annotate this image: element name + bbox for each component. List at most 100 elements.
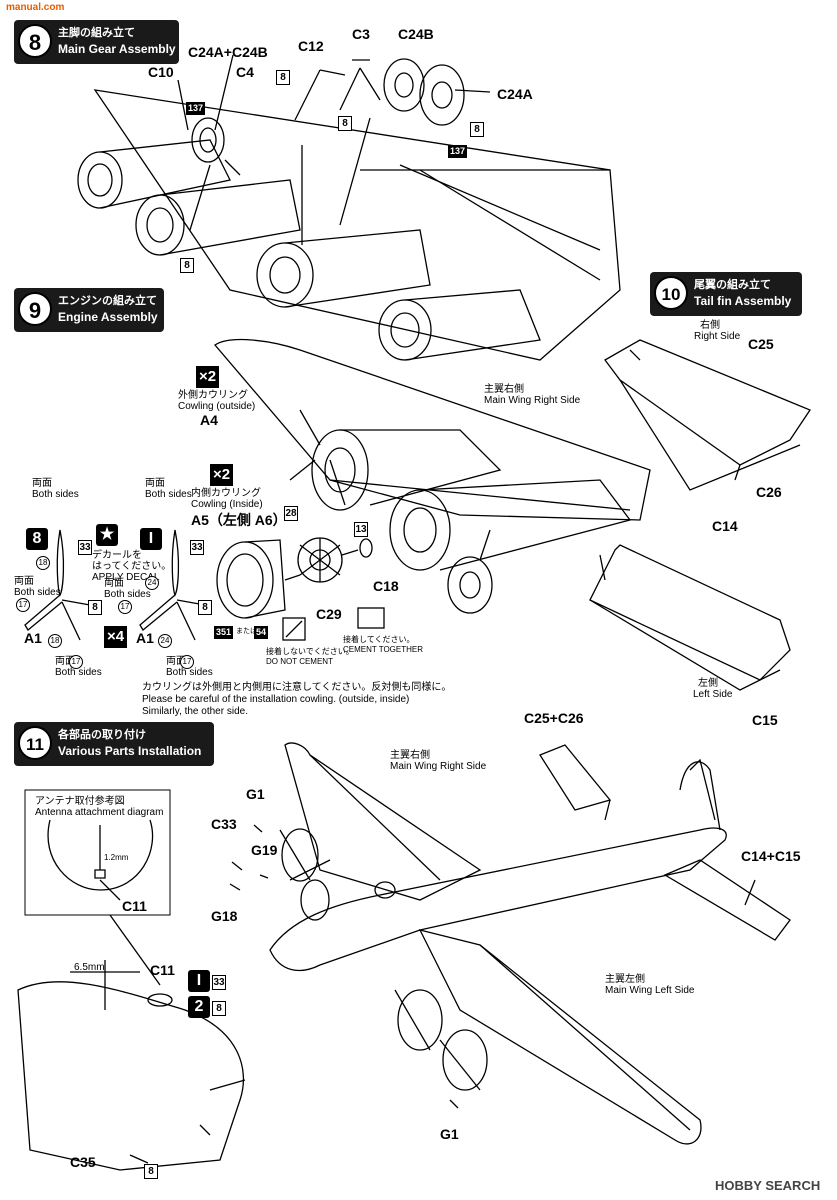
propeller-left: [24, 529, 91, 641]
paint-code-137-a: 137: [186, 102, 206, 115]
paint-code-24-a: 24: [145, 576, 159, 590]
antenna-diagram-jp: アンテナ取付参考図: [35, 796, 125, 807]
apply-decal-jp-1: デカールを: [92, 550, 142, 561]
paint-code-137-b: 137: [448, 145, 468, 158]
airplane-fuselage: [269, 758, 727, 972]
part-label-c26: C26: [756, 484, 782, 500]
paint-code-54: 54: [254, 626, 269, 639]
paint-code-24-b: 24: [158, 634, 172, 648]
antenna-diagram-en: Antenna attachment diagram: [35, 807, 164, 818]
antenna-dim-1-2mm: 1.2mm: [104, 853, 129, 862]
engine-c29: [297, 537, 343, 583]
both-sides-jp-6: 両面: [166, 656, 186, 667]
step11-drawing: [17, 742, 791, 1171]
engine-nacelle-4: [378, 289, 541, 361]
cement-jp: 接着してください。: [343, 635, 415, 644]
wing-left-en-11: Main Wing Left Side: [605, 985, 695, 996]
tail-left-jp: 左側: [698, 678, 718, 689]
paint-code-18-a: 18: [36, 556, 50, 570]
paint-code-17-c: 17: [69, 655, 83, 669]
paint-code-28: 28: [284, 506, 298, 521]
paint-code-33-a: 33: [78, 540, 92, 555]
airplane-wing-right: [284, 742, 482, 901]
part-label-c12: C12: [298, 38, 324, 54]
both-sides-jp-2: 両面: [145, 478, 165, 489]
airplane-tail-fins: [539, 744, 791, 941]
step10-number: 10: [654, 276, 688, 310]
paint-code-8-g: 8: [212, 1001, 226, 1016]
quantity-x4: ×4: [104, 626, 128, 648]
paint-code-8-f: 8: [198, 600, 212, 615]
part-label-c15: C15: [752, 712, 778, 728]
or-text: または: [236, 628, 257, 635]
apply-decal-jp-2: はってください。: [92, 561, 172, 572]
part-label-c11-b: C11: [150, 962, 175, 978]
step8-number: 8: [18, 24, 52, 58]
color-1-icon: I: [140, 528, 162, 550]
part-label-c11-a: C11: [122, 898, 147, 914]
both-sides-jp-1: 両面: [32, 478, 52, 489]
step9-drawing: [24, 338, 651, 641]
part-label-c24b: C24B: [398, 26, 434, 42]
wing-left-jp-11: 主翼左側: [605, 974, 645, 985]
paint-code-17-a: 17: [16, 598, 30, 612]
wing-right-jp-11: 主翼右側: [390, 750, 430, 761]
paint-code-8-a: 8: [276, 70, 290, 85]
cowling-note-jp: カウリングは外側用と内側用に注意してください。反対側も同様に。: [142, 682, 452, 693]
color-2-icon: 8: [26, 528, 48, 550]
step11-title-en: Various Parts Installation: [58, 744, 202, 758]
wheel-c24a: [419, 64, 465, 126]
step10-drawing: [589, 339, 811, 691]
part-label-c24a: C24A: [497, 86, 533, 102]
part-label-c4: C4: [236, 64, 254, 80]
part-label-c35: C35: [70, 1154, 96, 1170]
wing-right-jp-9: 主翼右側: [484, 384, 524, 395]
part-label-c18: C18: [373, 578, 399, 594]
no-cement-jp: 接着しないでください。: [266, 647, 354, 656]
part-label-c25c26: C25+C26: [524, 710, 584, 726]
step11-header: 11 各部品の取り付け Various Parts Installation: [14, 722, 214, 766]
part-label-a1-a: A1: [24, 630, 42, 646]
paint-code-33-b: 33: [190, 540, 204, 555]
color-1-icon-b: I: [188, 970, 210, 992]
cement-en: CEMENT TOGETHER: [343, 645, 424, 654]
step8-wing-drawing: [77, 54, 621, 361]
quantity-x2-b: ×2: [210, 464, 234, 486]
part-label-a4: A4: [200, 412, 218, 428]
both-sides-en-5: Both sides: [55, 667, 102, 678]
cowling-inside-en: Cowling (Inside): [191, 499, 263, 510]
engine-nacelle-2: [135, 179, 301, 256]
paint-code-13: 13: [354, 522, 368, 537]
wheel-left: [191, 117, 225, 163]
step11-title-jp: 各部品の取り付け: [58, 729, 146, 741]
step8-title-jp: 主脚の組み立て: [58, 27, 135, 39]
quantity-x2-a: ×2: [196, 366, 220, 388]
wheel-c24b: [383, 58, 425, 112]
watermark-top: manual.com: [6, 2, 65, 13]
both-sides-en-2: Both sides: [145, 489, 192, 500]
step11-number: 11: [18, 726, 52, 760]
paint-code-8-e: 8: [88, 600, 102, 615]
both-sides-en-4: Both sides: [104, 589, 151, 600]
part-label-a5a6: A5（左側 A6）: [191, 512, 287, 528]
step10-header: 10 尾翼の組み立て Tail fin Assembly: [650, 272, 802, 316]
color-2-icon-b: 2: [188, 996, 210, 1018]
star-decal-icon: ★: [96, 524, 118, 546]
no-cement-en: DO NOT CEMENT: [266, 657, 333, 666]
both-sides-en-3: Both sides: [14, 587, 61, 598]
watermark-bottom: HOBBY SEARCH: [715, 1178, 821, 1193]
step9-title-en: Engine Assembly: [58, 310, 158, 324]
paint-code-33-c: 33: [212, 975, 226, 990]
paint-code-8-h: 8: [144, 1164, 158, 1179]
part-label-g1-b: G1: [440, 1126, 459, 1142]
cowling-outside-jp: 外側カウリング: [178, 390, 248, 401]
both-sides-jp-4: 両面: [104, 578, 124, 589]
paint-code-8-d: 8: [180, 258, 194, 273]
part-label-c29: C29: [316, 606, 342, 622]
both-sides-en-6: Both sides: [166, 667, 213, 678]
step8-title-en: Main Gear Assembly: [58, 42, 176, 56]
step8-header: 8 主脚の組み立て Main Gear Assembly: [14, 20, 179, 64]
paint-code-8-b: 8: [338, 116, 352, 131]
step10-title-jp: 尾翼の組み立て: [694, 279, 771, 291]
